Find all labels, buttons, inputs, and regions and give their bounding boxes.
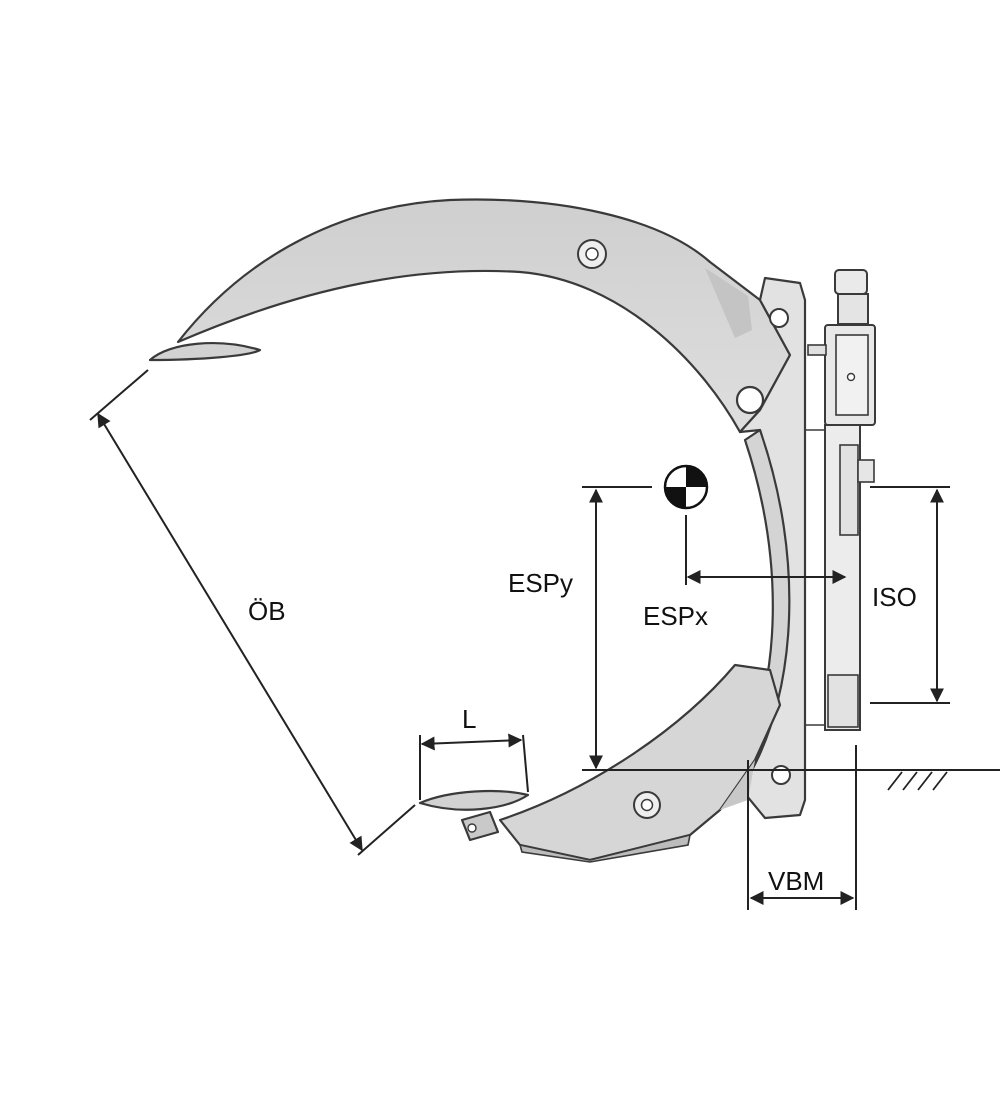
dimension-vbm (747, 745, 857, 910)
upper-arm-bolt (577, 239, 607, 269)
ground-hatch-icon (887, 771, 948, 791)
label-cog-x: ESPx (643, 601, 708, 631)
dimension-opening (89, 369, 416, 856)
label-pad-length: L (462, 704, 476, 734)
label-cog-y: ESPy (508, 568, 573, 598)
lower-arm-bolt (633, 791, 661, 819)
lower-clamp-pad (418, 789, 530, 842)
label-opening: ÖB (248, 596, 286, 626)
frame-pin-top (769, 308, 789, 328)
upper-arm (176, 198, 792, 434)
rotator-housing (805, 269, 876, 731)
lower-arm (498, 663, 782, 863)
label-vbm: VBM (768, 866, 824, 896)
dimension-cog-x (685, 515, 847, 585)
dimension-cog-y (582, 486, 1000, 771)
upper-clamp-pad (148, 342, 262, 362)
frame-pin-bottom (771, 765, 791, 785)
label-iso: ISO (872, 582, 917, 612)
dimension-iso (870, 486, 950, 704)
cog-symbol-icon (663, 464, 709, 510)
frame-plate (738, 276, 807, 820)
upper-pivot-pin (735, 385, 765, 415)
dimension-pad-length (419, 733, 529, 800)
